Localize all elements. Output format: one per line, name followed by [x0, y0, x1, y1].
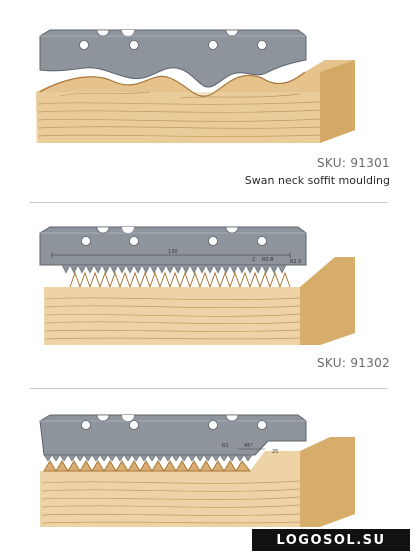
product-1-sku: SKU: 91301 [317, 156, 390, 170]
knife-2: 130 2 R0.8 R1.5 [39, 226, 307, 274]
product-2-illustration: 130 2 R0.8 R1.5 [39, 226, 355, 345]
wood-block-2 [44, 257, 355, 345]
divider-1 [30, 202, 388, 203]
product-2-sku: SKU: 91302 [317, 356, 390, 370]
dim-label-r: R1 [222, 443, 229, 449]
dim-label-len: 25 [272, 449, 278, 455]
dim-label-angle: 45° [244, 443, 253, 449]
brand-label: LOGOSOL.SU [276, 532, 386, 548]
product-3: R1 45° 25 [0, 389, 418, 529]
divider-2 [30, 388, 388, 389]
knife-1 [39, 29, 307, 88]
dim-label-pitch: 2 [252, 257, 255, 263]
product-2: 130 2 R0.8 R1.5 SKU: 91302 [0, 203, 418, 388]
ribbed-surface-2 [69, 271, 291, 288]
product-1-illustration [36, 29, 355, 143]
wood-block-1 [36, 60, 355, 143]
brand-logo-bar: LOGOSOL.SU [252, 529, 410, 551]
dim-label-length: 130 [168, 249, 178, 255]
ribbed-surface-3 [43, 460, 252, 472]
knife-3: R1 45° 25 [39, 414, 307, 462]
product-3-illustration: R1 45° 25 [39, 414, 355, 527]
wood-block-3 [40, 437, 355, 527]
dim-label-r2: R1.5 [290, 259, 301, 265]
product-1-description: Swan neck soffit moulding [244, 174, 390, 187]
dim-label-r1: R0.8 [262, 257, 273, 263]
product-1: SKU: 91301 Swan neck soffit moulding [0, 0, 418, 200]
